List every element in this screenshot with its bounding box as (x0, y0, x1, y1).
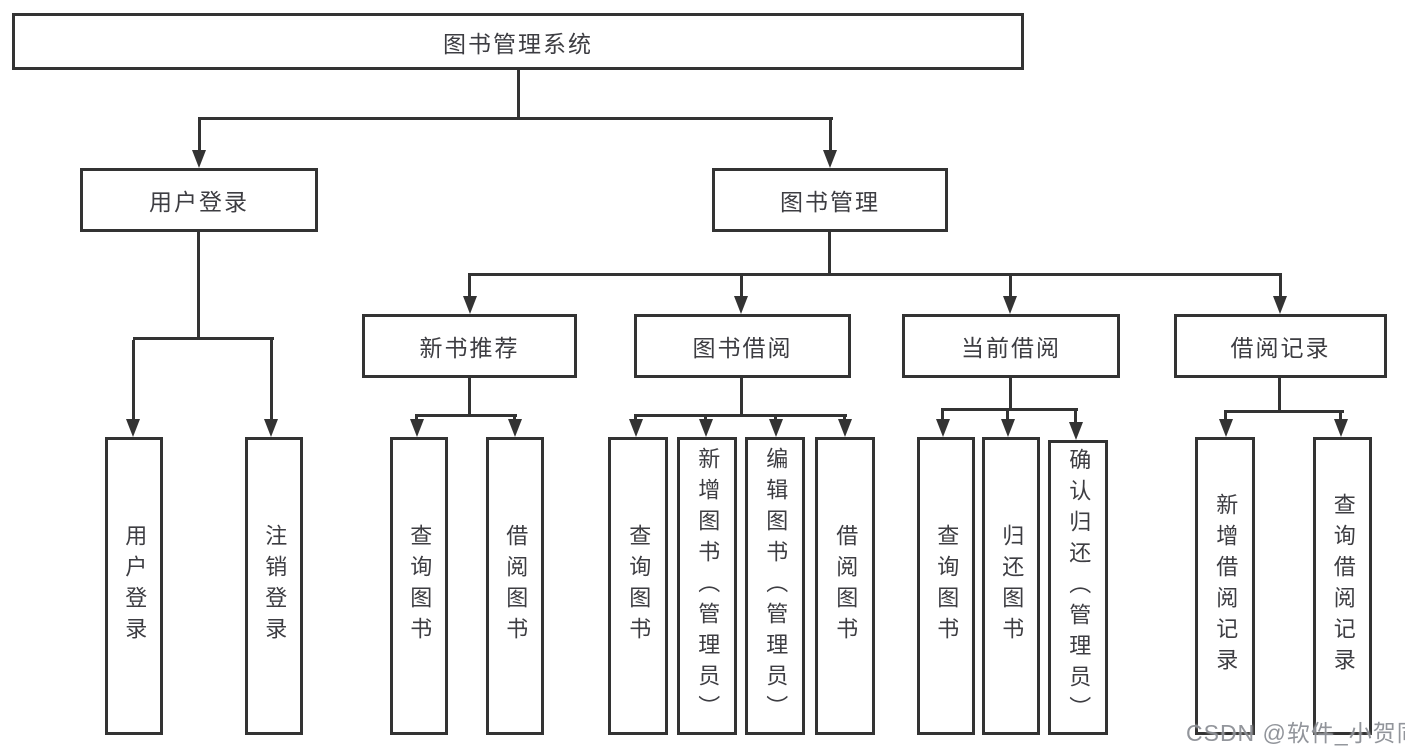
leaf-borrow-query-books-label: 查询图书 (626, 524, 652, 648)
node-user-login: 用户登录 (80, 168, 318, 232)
connector-line (1279, 276, 1282, 296)
leaf-add-borrow-record-label: 新增借阅记录 (1213, 493, 1239, 679)
leaf-recommend-borrow-books-label: 借阅图书 (503, 524, 529, 648)
connector-line (828, 232, 831, 273)
arrow-down-icon (629, 419, 643, 437)
arrow-down-icon (769, 419, 783, 437)
connector-line (740, 276, 743, 296)
leaf-add-borrow-record: 新增借阅记录 (1195, 437, 1255, 735)
connector-line (634, 414, 847, 417)
connector-line (1009, 378, 1012, 408)
arrow-down-icon (463, 296, 477, 314)
leaf-return-book-label: 归还图书 (999, 524, 1025, 648)
arrow-down-icon (936, 419, 950, 437)
node-borrow-records: 借阅记录 (1174, 314, 1387, 378)
leaf-query-borrow-record-label: 查询借阅记录 (1330, 493, 1356, 679)
leaf-current-query-books: 查询图书 (917, 437, 975, 735)
leaf-borrow-query-books: 查询图书 (608, 437, 668, 735)
node-current-borrow: 当前借阅 (902, 314, 1120, 378)
leaf-borrow-books: 借阅图书 (815, 437, 875, 735)
leaf-return-book: 归还图书 (982, 437, 1040, 735)
connector-line (740, 378, 743, 414)
connector-line (941, 411, 944, 419)
arrow-down-icon (838, 419, 852, 437)
leaf-add-book-admin: 新增图书（管理员） (677, 437, 737, 735)
node-book-borrow-label: 图书借阅 (692, 335, 793, 361)
connector-line (1074, 411, 1077, 422)
connector-line (1006, 411, 1009, 419)
arrow-down-icon (1219, 419, 1233, 437)
leaf-recommend-query-books: 查询图书 (390, 437, 448, 735)
connector-line (270, 340, 273, 419)
leaf-add-book-admin-label: 新增图书（管理员） (695, 446, 721, 726)
connector-line (1278, 378, 1281, 410)
connector-line (132, 340, 135, 419)
connector-line (941, 408, 1078, 411)
arrow-down-icon (1001, 419, 1015, 437)
node-user-login-label: 用户登录 (149, 189, 249, 215)
node-new-book-recommend: 新书推荐 (362, 314, 577, 378)
leaf-logout: 注销登录 (245, 437, 303, 735)
connector-line (468, 273, 1282, 276)
leaf-recommend-query-books-label: 查询图书 (407, 524, 433, 648)
leaf-query-borrow-record: 查询借阅记录 (1313, 437, 1372, 735)
arrow-down-icon (1069, 422, 1083, 440)
leaf-edit-book-admin: 编辑图书（管理员） (745, 437, 805, 735)
leaf-logout-label: 注销登录 (262, 524, 288, 648)
arrow-down-icon (734, 296, 748, 314)
connector-line (1224, 413, 1227, 419)
connector-line (517, 69, 520, 117)
node-current-borrow-label: 当前借阅 (961, 335, 1061, 361)
arrow-down-icon (192, 150, 206, 168)
node-book-management: 图书管理 (712, 168, 948, 232)
arrow-down-icon (699, 419, 713, 437)
connector-line (1339, 413, 1342, 419)
connector-line (133, 337, 274, 340)
node-book-management-label: 图书管理 (780, 189, 880, 215)
arrow-down-icon (264, 419, 278, 437)
csdn-watermark: CSDN @软件_小贺同学 (1186, 720, 1405, 746)
arrow-down-icon (126, 419, 140, 437)
arrow-down-icon (1273, 296, 1287, 314)
connector-line (468, 276, 471, 296)
connector-line (829, 120, 832, 152)
connector-line (197, 232, 200, 337)
node-new-book-recommend-label: 新书推荐 (419, 335, 520, 361)
arrow-down-icon (1334, 419, 1348, 437)
leaf-confirm-return-admin-label: 确认归还（管理员） (1066, 448, 1092, 727)
connector-line (1009, 276, 1012, 296)
arrow-down-icon (508, 419, 522, 437)
connector-line (198, 117, 833, 120)
node-root: 图书管理系统 (12, 13, 1024, 70)
node-book-borrow: 图书借阅 (634, 314, 851, 378)
connector-line (468, 378, 471, 414)
leaf-edit-book-admin-label: 编辑图书（管理员） (763, 446, 789, 726)
node-borrow-records-label: 借阅记录 (1230, 335, 1331, 361)
arrow-down-icon (410, 419, 424, 437)
arrow-down-icon (1003, 296, 1017, 314)
connector-line (415, 414, 517, 417)
leaf-borrow-books-label: 借阅图书 (833, 524, 859, 648)
leaf-user-login: 用户登录 (105, 437, 163, 735)
leaf-user-login-label: 用户登录 (122, 524, 148, 648)
node-root-label: 图书管理系统 (443, 30, 593, 57)
leaf-current-query-books-label: 查询图书 (934, 524, 960, 648)
leaf-recommend-borrow-books: 借阅图书 (486, 437, 544, 735)
connector-line (198, 120, 201, 152)
leaf-confirm-return-admin: 确认归还（管理员） (1048, 440, 1108, 735)
connector-line (1224, 410, 1344, 413)
arrow-down-icon (823, 150, 837, 168)
